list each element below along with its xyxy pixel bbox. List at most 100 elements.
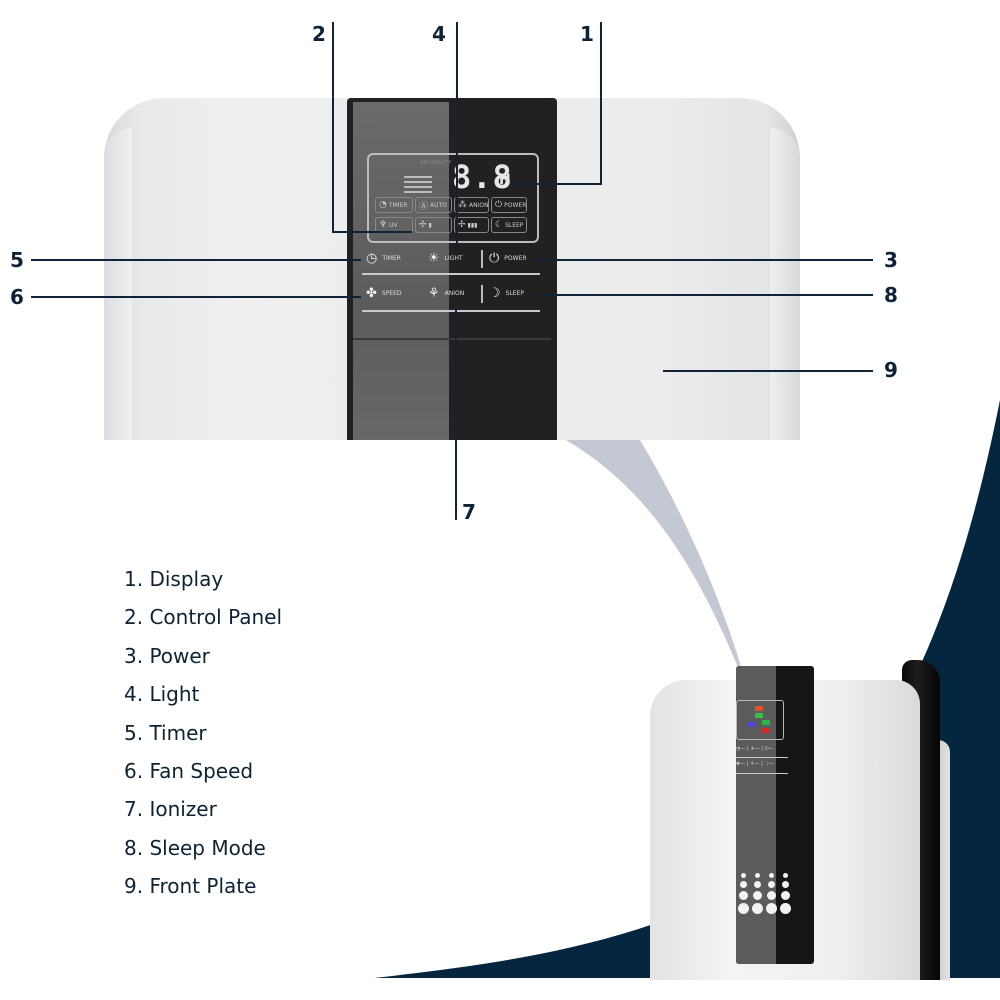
callout-line-3: [537, 259, 873, 261]
power-icon: ⏻: [489, 251, 500, 266]
zoom-beam: [566, 440, 748, 692]
control-button-label: LIGHT: [444, 255, 463, 262]
display-digits: 8.8: [452, 158, 513, 196]
small-device-divider: [736, 757, 788, 758]
vent-hole: [767, 881, 775, 888]
small-device-divider: [736, 773, 788, 774]
control-divider: [362, 310, 540, 312]
small-device-screen: [736, 700, 784, 740]
legend-item: 8. Sleep Mode: [124, 835, 266, 860]
display-indicator-label: SLEEP: [505, 221, 524, 229]
power-icon: ⏻: [495, 200, 503, 210]
display: [367, 153, 539, 243]
vent-hole: [738, 891, 748, 900]
control-button-label: TIMER: [382, 255, 401, 262]
callout-line-7: [455, 308, 457, 520]
control-button-label: SPEED: [381, 290, 402, 297]
callout-line-1: [600, 22, 602, 185]
display-indicator-: ✢▮: [415, 217, 452, 233]
small-device-control-row-1: ◔— | ☀— | ⏻—: [736, 746, 774, 752]
control-panel: [347, 98, 557, 440]
callout-line-5: [31, 259, 361, 261]
callout-number-1: 1: [580, 22, 594, 46]
anion-icon: ⁂: [458, 200, 467, 210]
display-indicator-: ✢▮▮▮: [454, 217, 489, 233]
control-button-timer[interactable]: ◷ TIMER: [366, 251, 401, 266]
callout-number-7: 7: [462, 500, 476, 524]
timer-icon: ◷: [366, 251, 378, 266]
vent-hole: [753, 881, 761, 888]
display-indicator-anion: ⁂ANION: [454, 197, 489, 213]
display-indicator-label: ▮: [428, 221, 432, 229]
display-unit: H: [499, 172, 511, 188]
small-device-control-row-2: ✤— | ⚘— | ☽—: [736, 761, 774, 767]
callout-line-4: [456, 22, 458, 250]
callout-number-2: 2: [312, 22, 326, 46]
display-indicator-label: ANION: [469, 201, 489, 209]
control-button-anion[interactable]: ⚘ANION: [428, 286, 464, 301]
control-button-label: POWER: [504, 255, 527, 262]
fan-icon: ✤: [366, 286, 377, 301]
display-indicator-label: TIMER: [388, 201, 408, 209]
small-device-screen-indicator: [755, 713, 763, 718]
callout-number-3: 3: [884, 248, 898, 272]
control-button-speed[interactable]: ✤ SPEED: [366, 286, 402, 301]
display-indicator-sleep: ☾SLEEP: [491, 217, 527, 233]
ionizer-icon: ⚘: [428, 286, 440, 301]
callout-number-8: 8: [884, 283, 898, 307]
fan-speed-icon: ✢: [458, 220, 466, 230]
display-model-text: AIR QUALITY: [420, 160, 452, 166]
uv-icon: ♆: [379, 220, 388, 230]
callout-number-6: 6: [10, 285, 24, 309]
callout-line-1-h: [513, 183, 602, 185]
small-device-vents: [736, 873, 792, 914]
light-icon: ☀: [428, 251, 440, 266]
vent-hole: [752, 891, 762, 900]
callout-number-9: 9: [884, 358, 898, 382]
callout-number-4: 4: [432, 22, 446, 46]
control-button-light[interactable]: ☀ LIGHT: [428, 251, 463, 266]
vent-hole: [766, 891, 776, 900]
vent-hole: [782, 873, 788, 878]
vent-hole: [751, 903, 763, 914]
small-device: [650, 650, 950, 980]
display-indicator-power: ⏻POWER: [491, 197, 527, 213]
sleep-icon: ☾: [495, 220, 504, 230]
callout-line-2: [332, 22, 334, 232]
small-device-screen-indicator: [762, 720, 770, 725]
control-button-power[interactable]: ⏻ POWER: [489, 251, 527, 266]
small-device-screen-indicator: [762, 728, 770, 733]
display-indicator-timer: ◔TIMER: [375, 197, 413, 213]
callout-line-6: [31, 296, 361, 298]
display-indicator-label: UV: [389, 221, 398, 229]
legend-item: 5. Timer: [124, 720, 207, 745]
display-bars: [404, 176, 432, 196]
small-device-screen-indicator: [755, 706, 763, 711]
vent-hole: [781, 881, 789, 888]
auto-icon: Ⓐ: [419, 201, 429, 212]
vent-hole: [737, 903, 749, 914]
control-button-sleep[interactable]: ☽ SLEEP: [489, 286, 524, 301]
timer-icon: ◔: [379, 200, 387, 210]
sleep-icon: ☽: [489, 286, 501, 301]
legend-item: 7. Ionizer: [124, 797, 217, 822]
fan-icon: ✢: [419, 220, 427, 230]
display-indicator-label: AUTO: [430, 201, 447, 209]
display-indicator-label: ▮▮▮: [467, 221, 478, 229]
callout-line-9: [663, 370, 873, 372]
vent-hole: [780, 891, 790, 900]
vent-hole: [754, 873, 760, 878]
control-separator: [481, 285, 483, 303]
callout-line-8: [537, 294, 873, 296]
legend-item: 4. Light: [124, 682, 200, 707]
display-indicator-label: POWER: [504, 201, 527, 209]
legend-item: 6. Fan Speed: [124, 759, 254, 784]
control-button-label: SLEEP: [505, 290, 525, 297]
legend-item: 3. Power: [124, 643, 210, 668]
callout-line-2-h: [332, 231, 412, 233]
control-separator: [481, 250, 483, 268]
small-device-screen-indicator: [748, 722, 756, 727]
legend-item: 1. Display: [124, 567, 224, 591]
